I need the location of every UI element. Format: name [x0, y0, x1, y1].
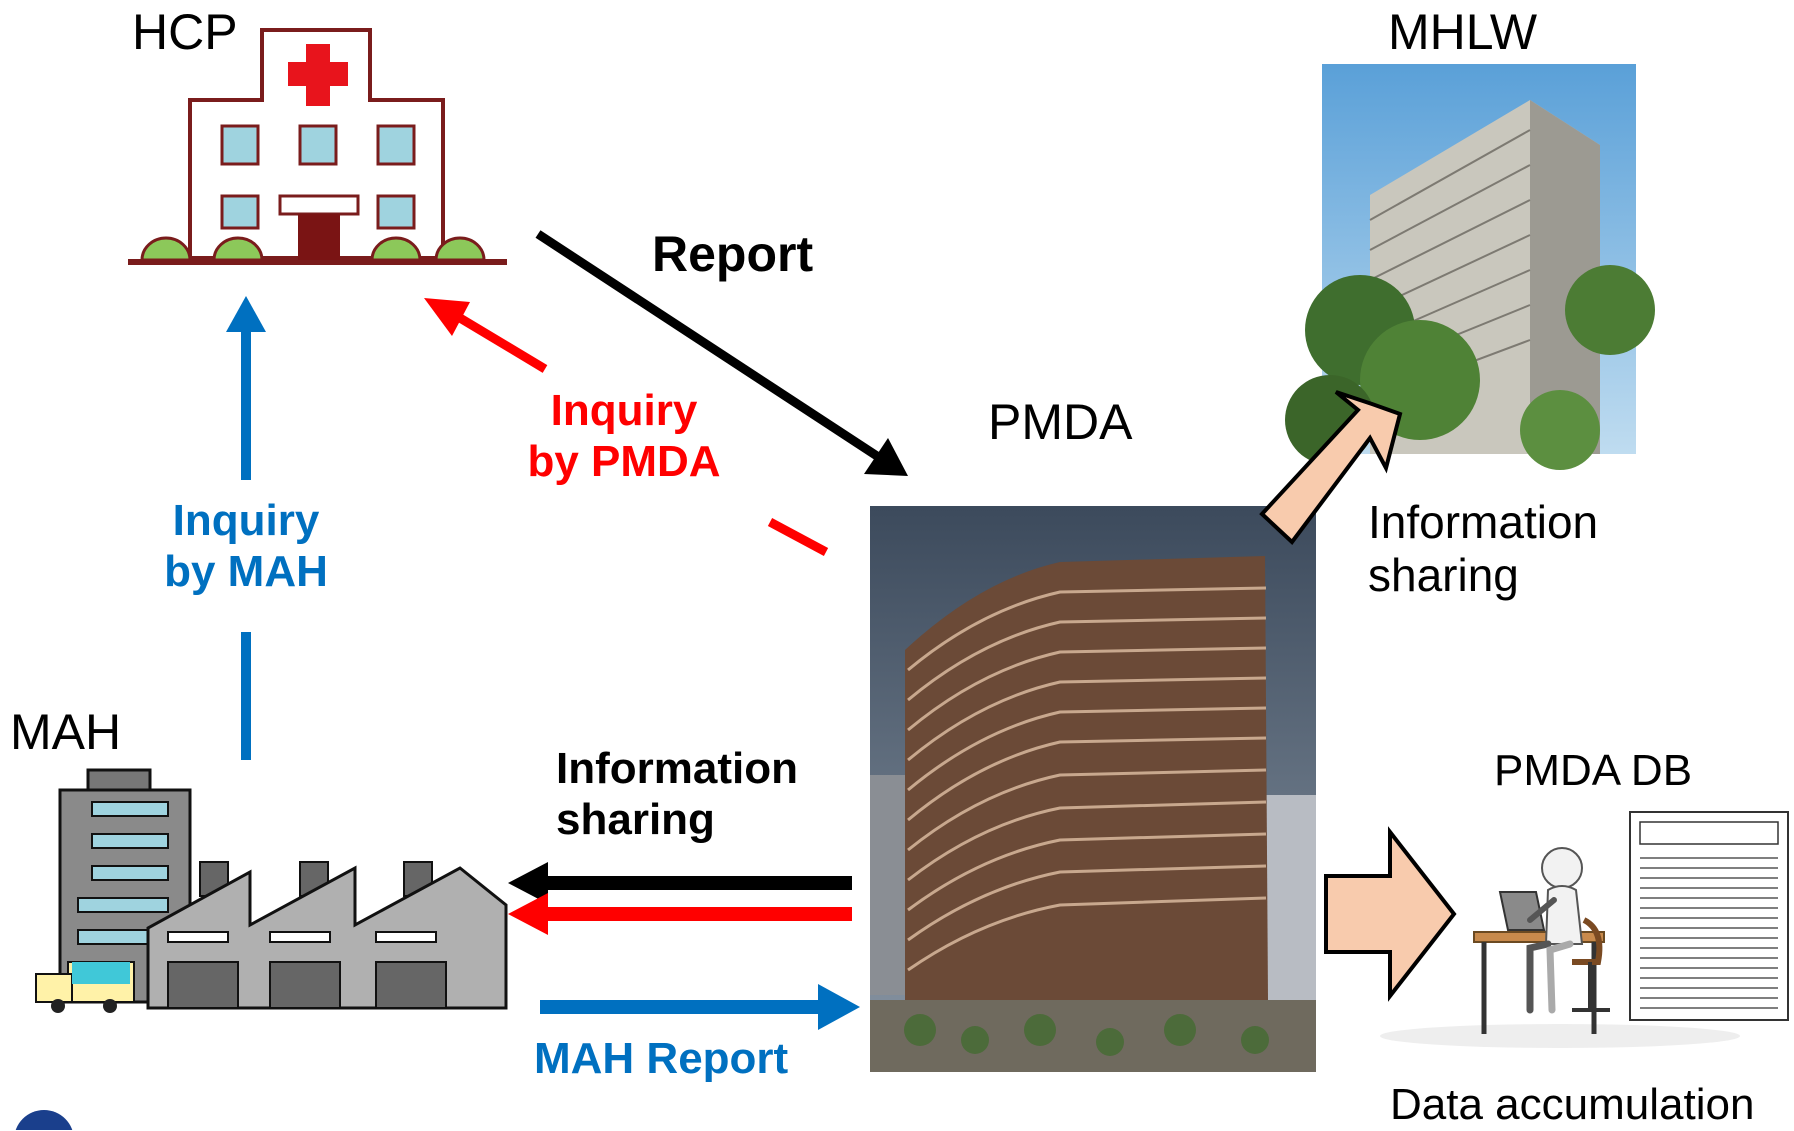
hcp-label: HCP [132, 4, 238, 60]
info-sharing-mah-line1: Information [556, 744, 798, 793]
report-label: Report [652, 226, 814, 282]
inquiry-by-pmda-line1: Inquiry [550, 386, 698, 435]
pmda-db-label: PMDA DB [1494, 746, 1693, 795]
inquiry-by-pmda-arrow [424, 298, 829, 556]
pmda-building-photo [870, 506, 1316, 1072]
report-arrow [535, 230, 908, 476]
info-sharing-mah-red-arrow [508, 893, 852, 935]
inquiry-by-mah-line1: Inquiry [172, 496, 320, 545]
inquiry-by-mah-line2: by MAH [164, 546, 328, 596]
mah-report-arrow [540, 984, 860, 1030]
inquiry-by-pmda-line2: by PMDA [527, 436, 721, 486]
data-accumulation-label: Data accumulation [1390, 1080, 1755, 1129]
factory-icon [35, 768, 508, 1013]
info-sharing-mah-black-arrow [508, 862, 852, 904]
info-sharing-mah-line2: sharing [556, 794, 715, 844]
hospital-icon [128, 28, 507, 265]
inquiry-by-pmda-label: Inquiry by PMDA [506, 386, 742, 487]
mah-report-label: MAH Report [534, 1034, 789, 1083]
info-sharing-mhlw-label: Information sharing [1368, 496, 1598, 602]
info-sharing-mhlw-line1: Information [1368, 496, 1599, 548]
info-sharing-mah-label: Information sharing [556, 744, 798, 845]
info-sharing-mhlw-line2: sharing [1368, 548, 1519, 601]
mhlw-label: MHLW [1388, 4, 1538, 60]
database-person-icon [1380, 811, 1789, 1048]
pmda-label: PMDA [988, 394, 1133, 450]
inquiry-by-mah-label: Inquiry by MAH [150, 496, 342, 597]
inquiry-by-mah-arrow [226, 296, 266, 760]
mhlw-building-photo [1285, 64, 1655, 470]
pmda-logo [15, 1110, 73, 1130]
mah-label: MAH [10, 704, 122, 760]
info-sharing-mhlw-block-arrow [1259, 390, 1403, 545]
data-accumulation-block-arrow [1324, 826, 1457, 1002]
